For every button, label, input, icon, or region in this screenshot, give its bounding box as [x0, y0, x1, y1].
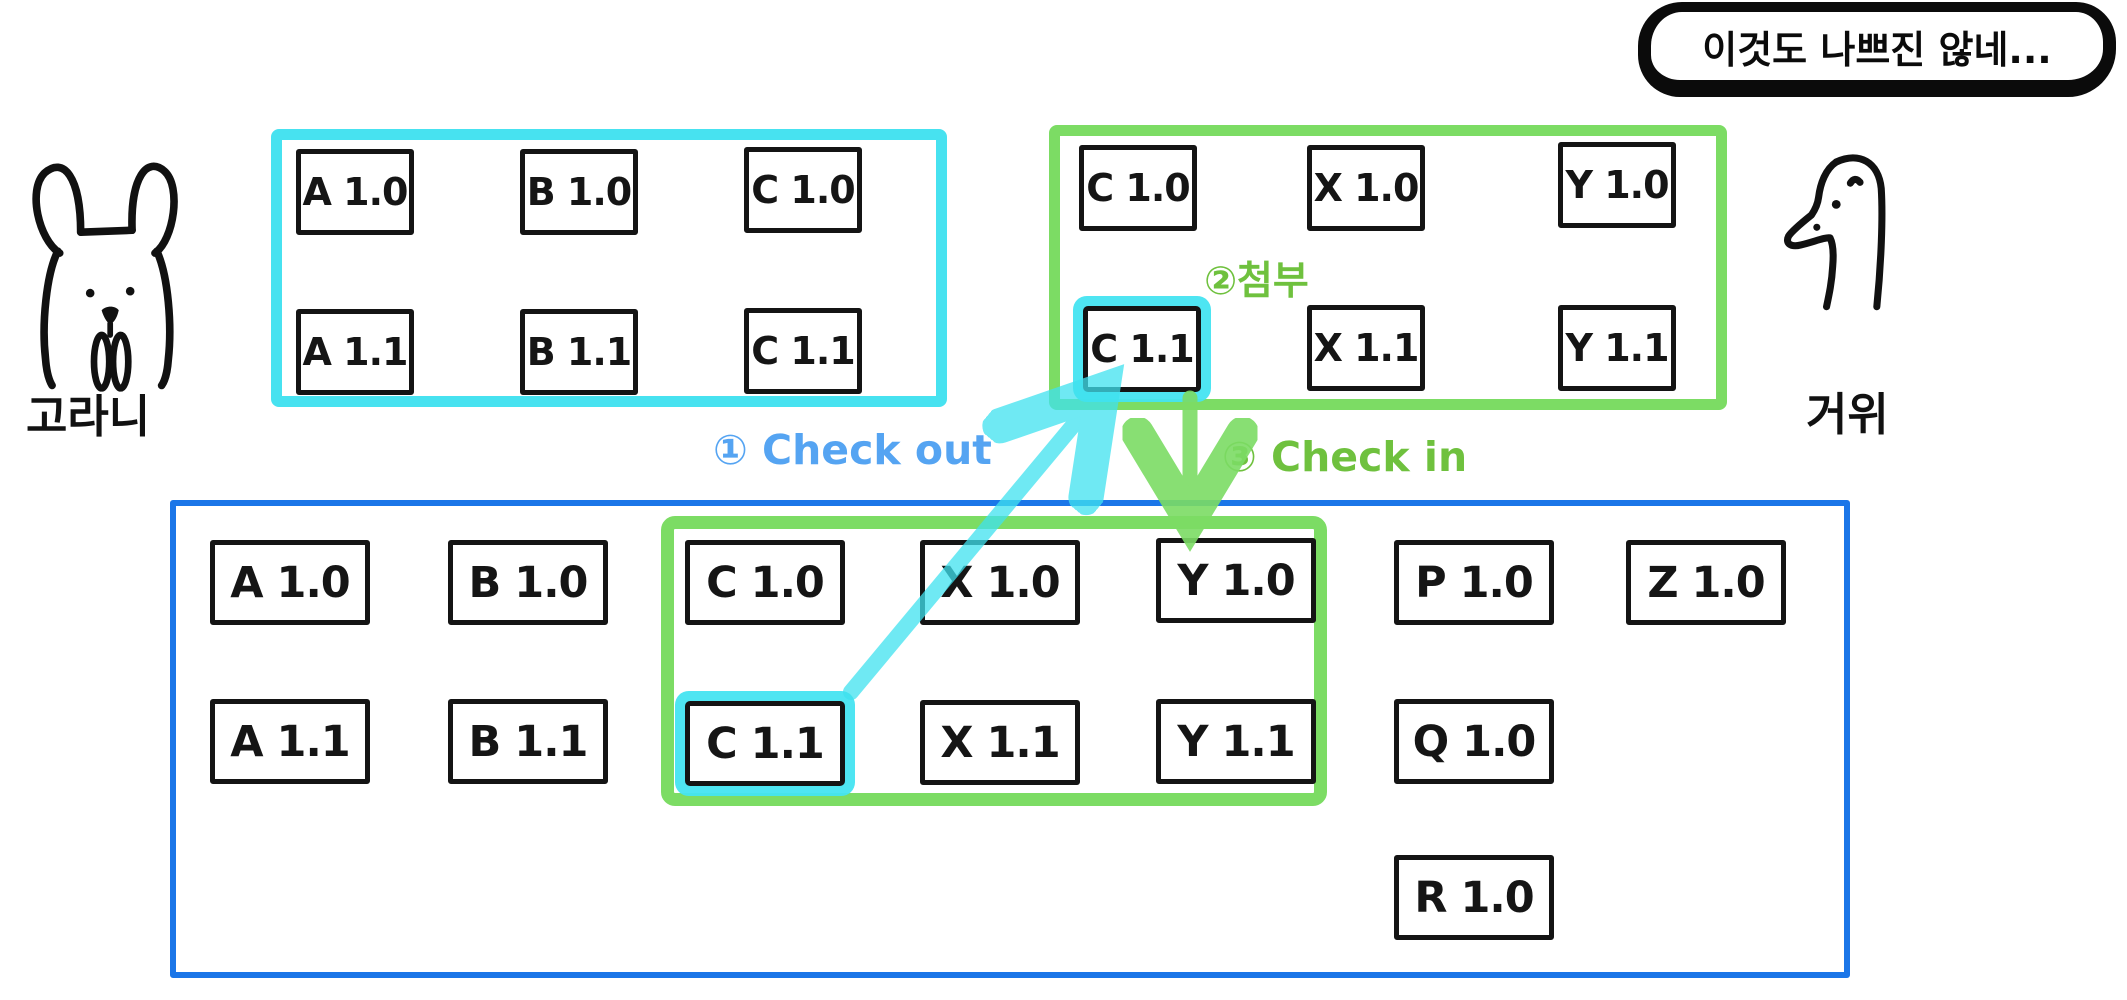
version-box: Y 1.1: [1156, 699, 1316, 784]
goose-workspace-box: [1049, 125, 1727, 410]
version-box: B 1.1: [520, 309, 638, 395]
version-box: A 1.1: [210, 699, 370, 784]
version-box: Y 1.0: [1156, 538, 1316, 623]
water-deer-label: 고라니: [26, 390, 151, 443]
checkin-step-label: ③ Check in: [1222, 433, 1468, 481]
version-box: X 1.0: [1307, 145, 1425, 231]
version-box: B 1.1: [448, 699, 608, 784]
goose-drawing: [1784, 154, 1886, 311]
version-box: X 1.0: [920, 540, 1080, 625]
version-box: X 1.1: [920, 700, 1080, 785]
version-box: A 1.0: [296, 149, 414, 235]
version-box: A 1.1: [296, 309, 414, 395]
speech-bubble: 이것도 나쁘진 않네...: [1638, 2, 2116, 97]
version-box: Y 1.0: [1558, 142, 1676, 228]
gorani-workspace-box: [271, 129, 947, 407]
attach-step-label: ②첨부: [1204, 259, 1309, 304]
version-box: B 1.0: [448, 540, 608, 625]
version-box: A 1.0: [210, 540, 370, 625]
version-box: B 1.0: [520, 149, 638, 235]
version-box: R 1.0: [1394, 855, 1554, 940]
version-box: C 1.0: [1079, 145, 1197, 231]
version-box-checked-out: C 1.1: [1083, 306, 1201, 392]
version-box: Z 1.0: [1626, 540, 1786, 625]
water-deer-drawing: [32, 162, 178, 392]
version-box: C 1.0: [685, 540, 845, 625]
version-box: C 1.0: [744, 147, 862, 233]
version-box-checked-out: C 1.1: [685, 701, 845, 786]
goose-label: 거위: [1806, 388, 1889, 441]
version-box: Y 1.1: [1558, 305, 1676, 391]
version-box: P 1.0: [1394, 540, 1554, 625]
version-box: X 1.1: [1307, 305, 1425, 391]
speech-bubble-text: 이것도 나쁘진 않네...: [1702, 27, 2052, 72]
version-box: Q 1.0: [1394, 699, 1554, 784]
checkout-step-label: ① Check out: [713, 426, 992, 474]
version-box: C 1.1: [744, 308, 862, 394]
